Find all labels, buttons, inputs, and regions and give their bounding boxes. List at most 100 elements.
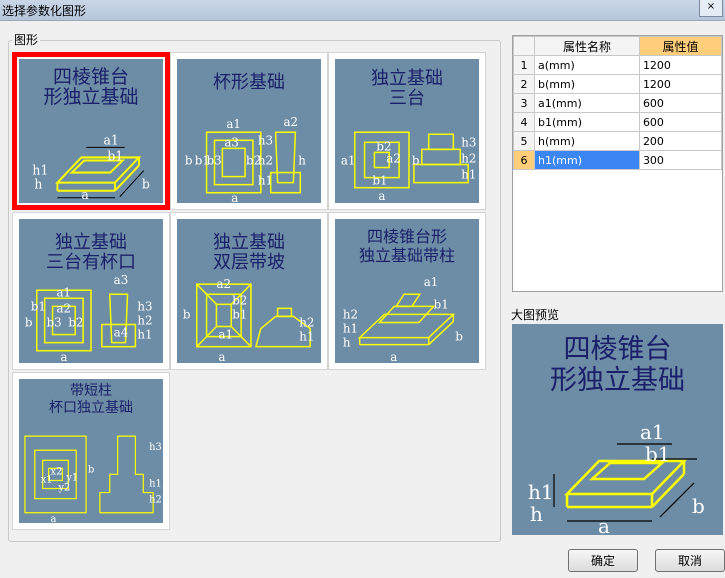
shape-tile-pyramid-column[interactable]: 四棱锥台形 独立基础带柱 a1 b1 h2 h1 h a b (328, 212, 486, 370)
shape-tile-three-step-cup[interactable]: 独立基础 三台有杯口 a1 a3 a2 b1 b3 b2 h3 h2 h1 a4… (12, 212, 170, 370)
table-row-active[interactable]: 6 h1(mm) 300 (513, 150, 723, 170)
double-slope-drawing: a2 a1 b2 b1 h2 h1 a b (183, 277, 315, 363)
dim-label: b1 (31, 299, 46, 313)
row-index[interactable]: 2 (513, 74, 535, 94)
shape-thumbnail: 独立基础 双层带坡 a2 a1 b2 b1 h2 h1 a b (177, 219, 321, 363)
header-corner (513, 36, 535, 56)
shape-caption: 杯形基础 (213, 72, 285, 93)
property-name: a(mm) (534, 55, 640, 75)
dim-label: a1 (218, 328, 233, 342)
large-preview: 四棱锥台 形独立基础 a1 b1 h1 h a b (512, 324, 723, 535)
dim-label: a2 (386, 152, 401, 166)
shape-caption: 独立基础 三台有杯口 (46, 232, 136, 273)
table-row[interactable]: 1 a(mm) 1200 (513, 55, 723, 75)
dim-label: h (530, 502, 543, 526)
window-title: 选择参数化图形 (2, 4, 87, 18)
property-value[interactable]: 600 (638, 112, 723, 132)
close-icon[interactable]: × (699, 0, 723, 17)
dim-label: b2 (246, 154, 261, 168)
header-property-name[interactable]: 属性名称 (534, 36, 640, 56)
property-name: b(mm) (534, 74, 640, 94)
three-step-drawing: b2 a2 a1 b1 h3 h2 h1 a b (341, 131, 476, 203)
property-name: b1(mm) (534, 112, 640, 132)
pyramid-base-drawing: a1 b1 h1 h a b (32, 133, 149, 203)
dim-label: a (231, 191, 238, 203)
dim-label: b (692, 494, 705, 518)
property-value[interactable]: 600 (638, 93, 723, 113)
dim-label: h3 (258, 133, 273, 147)
cup-base-drawing: a1 a2 a3 b b1 b3 b2 h3 h2 h1 h a (185, 115, 306, 203)
shape-tile-short-column-cup[interactable]: 带短柱 杯口独立基础 x1 x2 y1 y2 h3 h1 h2 a b (12, 372, 170, 530)
property-value[interactable]: 1200 (638, 55, 723, 75)
properties-grid: 属性名称 属性值 1 a(mm) 1200 2 b(mm) 1200 3 a1(… (512, 35, 723, 292)
table-row[interactable]: 5 h(mm) 200 (513, 131, 723, 151)
dim-label: h1 (149, 479, 162, 490)
row-index[interactable]: 6 (513, 150, 535, 170)
dim-label: a1 (103, 133, 118, 148)
shape-tile-three-step[interactable]: 独立基础 三台 b2 a2 a1 b1 h3 h2 h1 a b (328, 52, 486, 210)
dim-label: b1 (195, 154, 210, 168)
dim-label: b (185, 154, 193, 168)
property-name: h1(mm) (534, 150, 640, 170)
preview-label: 大图预览 (511, 308, 560, 322)
dim-label: h3 (461, 135, 476, 149)
property-value[interactable]: 1200 (638, 74, 723, 94)
shape-thumbnail: 独立基础 三台有杯口 a1 a3 a2 b1 b3 b2 h3 h2 h1 a4… (19, 219, 163, 363)
table-row[interactable]: 2 b(mm) 1200 (513, 74, 723, 94)
dim-label: h1 (528, 480, 554, 504)
dim-label: b1 (434, 297, 449, 311)
table-row[interactable]: 3 a1(mm) 600 (513, 93, 723, 113)
dim-label: b3 (47, 316, 62, 330)
shape-thumbnail: 四棱锥台形 独立基础带柱 a1 b1 h2 h1 h a b (335, 219, 479, 363)
dim-label: h1 (258, 174, 273, 188)
dim-label: a4 (114, 326, 129, 340)
dim-label: a (81, 188, 89, 203)
row-index[interactable]: 4 (513, 112, 535, 132)
dim-label: a (60, 350, 67, 363)
property-name: a1(mm) (534, 93, 640, 113)
table-row[interactable]: 4 b1(mm) 600 (513, 112, 723, 132)
dim-label: x2 (51, 467, 63, 478)
ok-button[interactable]: 确定 (568, 549, 638, 572)
dim-label: a2 (284, 115, 299, 129)
dim-label: y1 (65, 473, 78, 484)
row-index[interactable]: 3 (513, 93, 535, 113)
shape-tile-cup[interactable]: 杯形基础 a1 a2 a3 b b1 b3 b2 h3 h2 h1 h a (170, 52, 328, 210)
dim-label: b (183, 308, 191, 322)
header-property-value[interactable]: 属性值 (638, 36, 723, 56)
row-index[interactable]: 5 (513, 131, 535, 151)
shape-caption: 独立基础 三台 (371, 68, 443, 109)
dim-label: b2 (232, 293, 247, 307)
shape-tile-double-slope[interactable]: 独立基础 双层带坡 a2 a1 b2 b1 h2 h1 a b (170, 212, 328, 370)
dim-label: h2 (299, 316, 314, 330)
shape-caption: 独立基础 双层带坡 (213, 232, 285, 273)
row-index[interactable]: 1 (513, 55, 535, 75)
three-step-cup-drawing: a1 a3 a2 b1 b3 b2 h3 h2 h1 a4 a b (25, 273, 153, 363)
shapes-group (8, 40, 501, 542)
dim-label: b1 (645, 442, 671, 466)
dim-label: a2 (216, 277, 231, 291)
shape-caption: 带短柱 杯口独立基础 (49, 383, 133, 416)
preview-drawing: a1 b1 h1 h a b (528, 420, 705, 535)
shape-tile-pyramid[interactable]: 四棱锥台 形独立基础 a1 b1 h1 h a b (12, 52, 170, 210)
dim-label: b2 (376, 139, 391, 153)
pyramid-column-drawing: a1 b1 h2 h1 h a b (343, 275, 463, 363)
dim-label: h3 (149, 442, 162, 453)
header-row: 属性名称 属性值 (513, 36, 723, 56)
dim-label: a1 (56, 285, 71, 299)
dim-label: b (455, 330, 463, 344)
title-bar: 选择参数化图形 × (0, 0, 725, 21)
property-value[interactable]: 300 (638, 150, 723, 170)
shape-caption: 四棱锥台 形独立基础 (43, 66, 139, 108)
dim-label: b (25, 316, 33, 330)
property-value[interactable]: 200 (638, 131, 723, 151)
dim-label: b2 (68, 316, 83, 330)
dim-label: a (390, 350, 397, 363)
cancel-button[interactable]: 取消 (655, 549, 725, 572)
dim-label: h1 (299, 330, 314, 344)
shape-thumbnail: 四棱锥台 形独立基础 a1 b1 h1 h a b (19, 59, 163, 203)
dim-label: h (343, 336, 351, 350)
dim-label: a2 (56, 301, 71, 315)
dim-label: b1 (107, 149, 123, 164)
dim-label: a (598, 514, 610, 535)
